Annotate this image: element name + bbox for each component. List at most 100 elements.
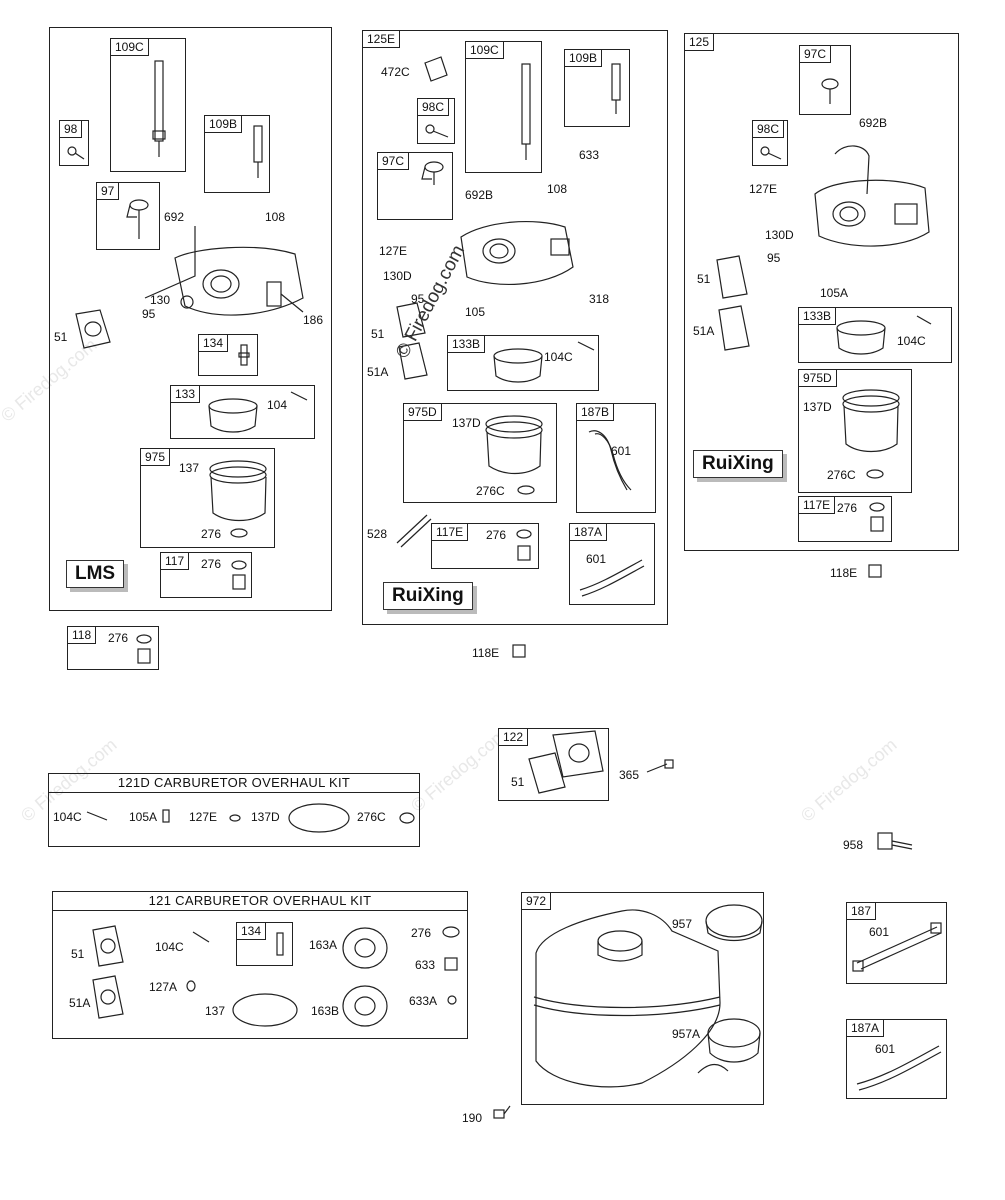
- part-117e-box[interactable]: 117E 276: [798, 496, 892, 542]
- part-187a-tag: 187A: [846, 1019, 885, 1037]
- part-97c-box[interactable]: 97C: [799, 45, 851, 115]
- part-190-label: 190: [462, 1111, 483, 1125]
- part-134-box[interactable]: 134: [236, 922, 293, 966]
- part-118-box[interactable]: 118 276: [67, 626, 159, 670]
- part-117-box[interactable]: 117 276: [160, 552, 252, 598]
- part-127e-label: 127E: [749, 182, 778, 196]
- part-109b-box[interactable]: 109B: [204, 115, 270, 193]
- part-109c-tag: 109C: [110, 38, 149, 56]
- hose-drawing: [396, 514, 432, 548]
- screw-drawing: [67, 146, 85, 160]
- part-104-label: 104: [267, 398, 288, 412]
- part-105a-label: 105A: [820, 286, 849, 300]
- part-127a-label: 127A: [149, 980, 178, 994]
- part-133-box[interactable]: 133 104: [170, 385, 315, 439]
- part-633a-label: 633A: [409, 994, 438, 1008]
- part-108-label: 108: [547, 182, 568, 196]
- part-122-box[interactable]: 122 51: [498, 728, 609, 801]
- part-98c-tag: 98C: [752, 120, 785, 138]
- part-633-label: 633: [415, 958, 436, 972]
- part-975-box[interactable]: 975 137 276: [140, 448, 275, 548]
- part-187a-box[interactable]: 187A 601: [569, 523, 655, 605]
- carburetor-body-drawing: [144, 226, 304, 316]
- screw-drawing: [425, 124, 449, 138]
- carburetor-body-drawing: [814, 145, 930, 247]
- part-51a-label: 51A: [69, 996, 91, 1010]
- part-318-label: 318: [589, 292, 610, 306]
- part-276c-label: 276C: [476, 484, 505, 498]
- part-957-label: 957: [672, 917, 693, 931]
- screw-drawing: [493, 1105, 511, 1119]
- part-601-label: 601: [875, 1042, 896, 1056]
- part-134-box[interactable]: 134: [198, 334, 258, 376]
- part-95-label: 95: [411, 292, 425, 306]
- part-51a-label: 51A: [367, 365, 389, 379]
- part-109c-box[interactable]: 109C: [465, 41, 542, 173]
- part-187b-tag: 187B: [576, 403, 615, 421]
- part-975d-tag: 975D: [798, 369, 837, 387]
- part-187a-tag: 187A: [569, 523, 608, 541]
- part-97c-tag: 97C: [377, 152, 410, 170]
- part-117-tag: 117: [160, 552, 190, 570]
- part-105-label: 105: [465, 305, 486, 319]
- kit-121-panel[interactable]: 121 CARBURETOR OVERHAUL KIT 51 104C 134 …: [52, 891, 468, 1039]
- part-125e-tag: 125E: [362, 30, 401, 48]
- part-187a-box[interactable]: 187A 601: [846, 1019, 947, 1099]
- part-975d-box[interactable]: 975D 137D 276C: [403, 403, 557, 503]
- ruixing-b-carburetor-panel: 125 97C 692B 98C 127E 130D 95 51 105A 51…: [684, 33, 959, 551]
- part-130-label: 130: [150, 293, 171, 307]
- part-97c-box[interactable]: 97C: [377, 152, 453, 220]
- part-186-label: 186: [303, 313, 324, 327]
- part-98c-box[interactable]: 98C: [752, 120, 788, 166]
- part-163b-label: 163B: [311, 1004, 340, 1018]
- part-97-box[interactable]: 97: [96, 182, 160, 250]
- part-975d-box[interactable]: 975D 137D 276C: [798, 369, 912, 493]
- ruixing-brand-label: RuiXing: [693, 450, 783, 478]
- part-109b-box[interactable]: 109B: [564, 49, 630, 127]
- part-117e-tag: 117E: [798, 496, 836, 514]
- needle-valve-drawing: [238, 344, 250, 366]
- part-98-box[interactable]: 98: [59, 120, 89, 166]
- part-118-tag: 118: [67, 626, 97, 644]
- part-958-label: 958: [843, 838, 864, 852]
- fuel-tank-drawing: [533, 904, 763, 1088]
- watermark: © Firedog.com: [407, 724, 511, 816]
- part-528-label: 528: [367, 527, 388, 541]
- part-133b-box[interactable]: 133B 104C: [798, 307, 952, 363]
- part-972-box[interactable]: 972 957 957A: [521, 892, 764, 1105]
- part-163a-label: 163A: [309, 938, 338, 952]
- choke-lever-drawing: [126, 199, 149, 239]
- ruixing-a-carburetor-panel: 125E 472C 109C 109B 98C 97C 633 692B 108…: [362, 30, 668, 625]
- part-117e-box[interactable]: 117E 276: [431, 523, 539, 569]
- part-109c-box[interactable]: 109C: [110, 38, 186, 172]
- part-601-label: 601: [611, 444, 632, 458]
- part-118e-label: 118E: [830, 566, 858, 580]
- primer-drawing: [611, 63, 621, 114]
- kit-121d-panel[interactable]: 121D CARBURETOR OVERHAUL KIT 104C 105A 1…: [48, 773, 420, 847]
- kit-121-parts-drawing: [92, 925, 460, 1027]
- part-95-label: 95: [767, 251, 781, 265]
- part-187-box[interactable]: 187 601: [846, 902, 947, 984]
- part-133-tag: 133: [170, 385, 201, 403]
- ruixing-brand-label: RuiXing: [383, 582, 473, 610]
- part-187b-box[interactable]: 187B 601: [576, 403, 656, 513]
- part-117e-tag: 117E: [431, 523, 469, 541]
- part-472c-label: 472C: [381, 65, 410, 79]
- part-133b-box[interactable]: 133B 104C: [447, 335, 599, 391]
- part-51-label: 51: [697, 272, 711, 286]
- part-98c-box[interactable]: 98C: [417, 98, 455, 144]
- bowl-nut-drawing: [516, 529, 532, 561]
- kit-item-276c: 276C: [357, 810, 386, 824]
- part-692b-label: 692B: [859, 116, 888, 130]
- part-97c-tag: 97C: [799, 45, 832, 63]
- float-drawing: [493, 341, 595, 383]
- part-104c-label: 104C: [544, 350, 573, 364]
- part-134-tag: 134: [198, 334, 229, 352]
- kit-item-104c: 104C: [53, 810, 82, 824]
- lms-brand-label: LMS: [66, 560, 125, 588]
- part-365-label: 365: [619, 768, 640, 782]
- part-137d-label: 137D: [452, 416, 481, 430]
- primer-bulb-drawing: [152, 60, 166, 157]
- kit-121d-title: 121D CARBURETOR OVERHAUL KIT: [49, 774, 419, 793]
- bowl-nut-drawing: [869, 502, 885, 532]
